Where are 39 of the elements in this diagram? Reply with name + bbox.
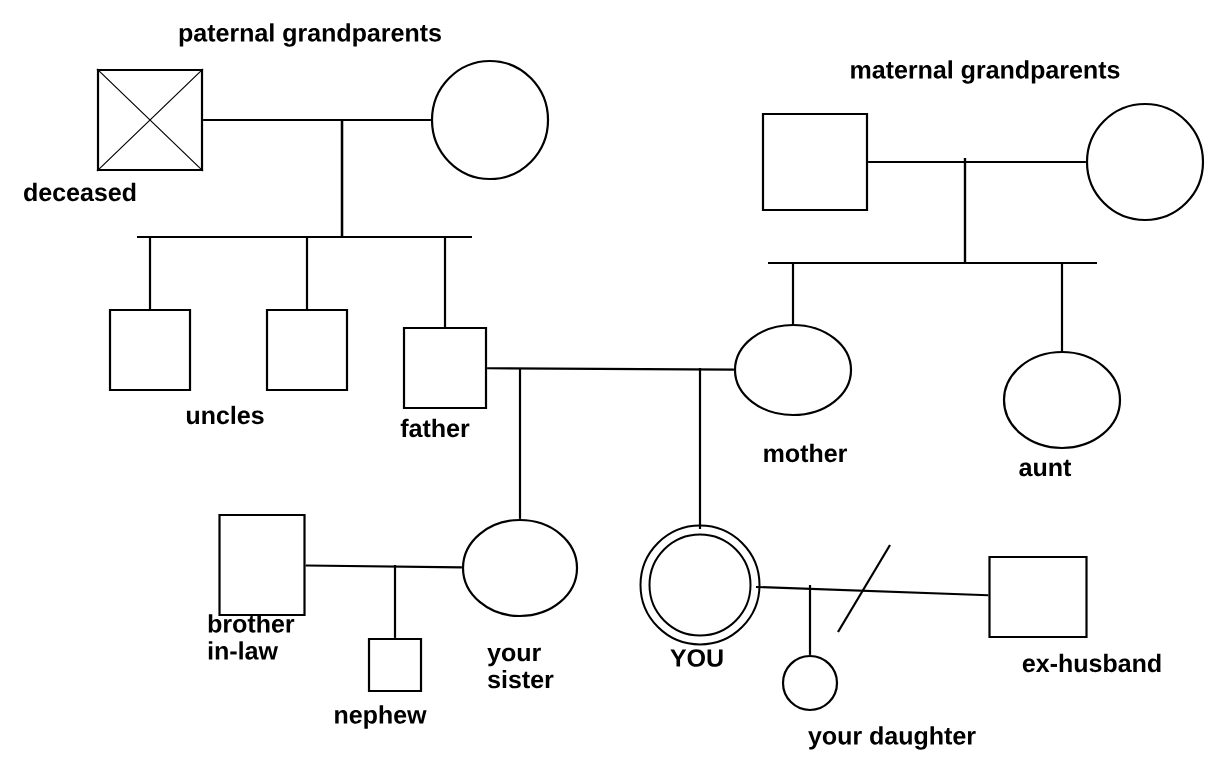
person-label: ex-husband	[1022, 653, 1161, 673]
male-square	[265, 308, 349, 392]
person-label: your sister	[487, 647, 554, 689]
couple-line	[868, 160, 1086, 164]
male-square	[988, 555, 1161, 673]
descent-line	[393, 565, 397, 638]
person-label: your daughter	[808, 726, 976, 750]
couple-line	[203, 118, 431, 122]
male-square	[400, 326, 488, 438]
person-label: deceased	[24, 182, 136, 202]
person-label: nephew	[335, 705, 427, 729]
female-circle	[733, 323, 853, 463]
female-circle	[1002, 350, 1122, 477]
group-label: maternal grandparents	[851, 60, 1120, 84]
couple-line	[487, 367, 734, 371]
person-label: brother in-law	[208, 614, 295, 660]
crossed-square	[24, 68, 204, 202]
group-label: paternal grandparents	[179, 23, 441, 47]
person-label: mother	[764, 443, 847, 463]
descent-line	[808, 585, 812, 655]
male-square	[108, 308, 192, 392]
person-label: YOU	[670, 649, 723, 667]
female-circle	[461, 518, 579, 689]
descent-line	[698, 368, 702, 529]
couple-line	[305, 564, 462, 569]
male-square	[335, 637, 427, 729]
person-label: father	[400, 418, 470, 438]
double-circle	[639, 524, 761, 667]
female-circle	[1085, 102, 1205, 222]
group-label: uncles	[186, 405, 264, 425]
person-label: aunt	[1019, 459, 1072, 477]
female-circle	[781, 654, 976, 750]
male-square	[761, 112, 869, 212]
descent-line	[963, 158, 1064, 351]
male-square	[208, 513, 306, 660]
descent-line	[518, 368, 522, 519]
female-circle	[430, 59, 550, 181]
descent-line	[340, 120, 447, 327]
couple-line	[755, 585, 989, 597]
